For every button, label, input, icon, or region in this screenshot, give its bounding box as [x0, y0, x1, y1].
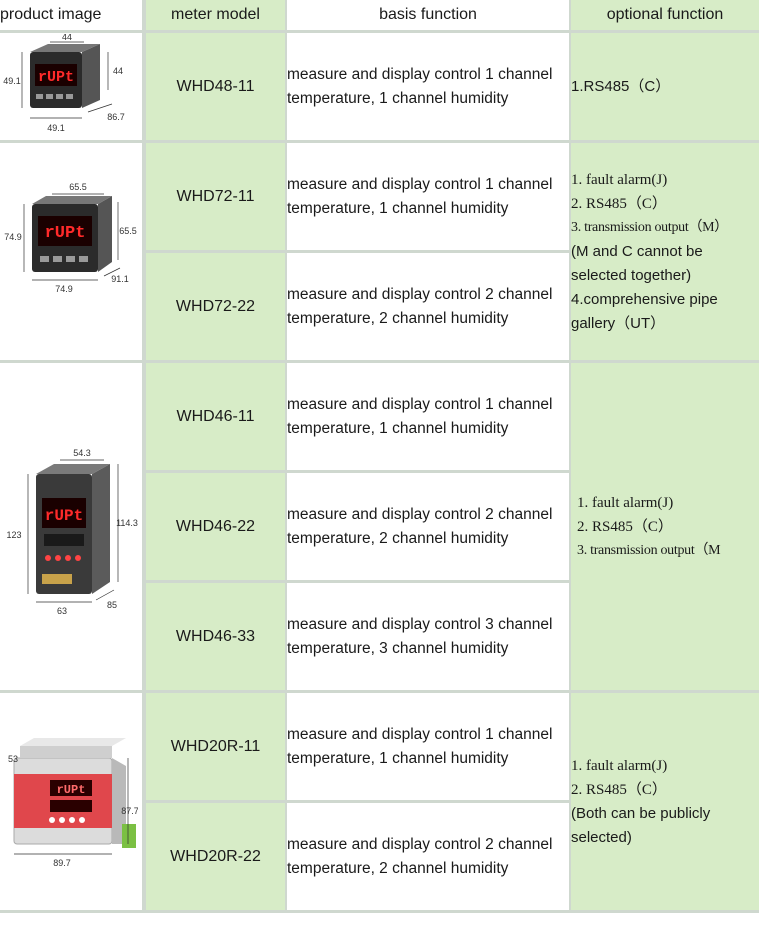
model-cell: WHD48-11: [144, 31, 287, 143]
model-cell: WHD72-11: [144, 141, 287, 253]
optional-item: 1. fault alarm(J): [571, 171, 668, 188]
optional-item: 1. fault alarm(J): [577, 494, 674, 511]
header-meter-model: meter model: [144, 0, 287, 33]
optional-item: 4.comprehensive pipe: [571, 290, 718, 308]
optional-cell: 1.RS485（C）: [570, 31, 759, 143]
dim-label: 65.5: [119, 226, 137, 236]
product-spec-table: product image meter model basis function…: [0, 0, 759, 913]
optional-cell: 1. fault alarm(J) 2. RS485（C） (Both can …: [570, 691, 759, 913]
table-row: WHD20R-22 measure and display control 2 …: [0, 801, 759, 913]
basis-cell: measure and display control 1 channel te…: [286, 691, 571, 803]
dim-label: 114.3: [116, 518, 138, 528]
basis-cell: measure and display control 2 channel te…: [286, 801, 571, 913]
product-image-whd20r: rUPt 53 87.7 89.7: [0, 691, 146, 913]
basis-cell: measure and display control 2 channel te…: [286, 471, 571, 583]
optional-cell: 1. fault alarm(J) 2. RS485（C） 3. transmi…: [570, 361, 759, 693]
led-reading: rUPt: [38, 69, 74, 86]
header-product-image: product image: [0, 0, 146, 33]
optional-item: (M and C cannot be: [571, 242, 703, 260]
model-cell: WHD46-33: [144, 581, 287, 693]
led-reading: rUPt: [45, 224, 86, 243]
table-row: WHD46-22 measure and display control 2 c…: [0, 471, 759, 583]
model-cell: WHD20R-22: [144, 801, 287, 913]
product-image-whd48: rUPt 44 44 49.1 49.1 86.7: [0, 31, 146, 143]
meter-whd72-image: rUPt 65.5 65.5 74.9 74.9 91.1: [4, 182, 137, 294]
dim-label: 74.9: [55, 284, 73, 294]
basis-cell: measure and display control 1 channel te…: [286, 141, 571, 253]
table-row: WHD46-33 measure and display control 3 c…: [0, 581, 759, 693]
optional-cell: 1. fault alarm(J) 2. RS485（C） 3. transmi…: [570, 141, 759, 363]
basis-cell: measure and display control 1 channel te…: [286, 361, 571, 473]
optional-item: (Both can be publicly: [571, 804, 711, 822]
meter-whd46-image: rUPt 54.3 114.3 123 63 85: [6, 448, 138, 616]
table-row: rUPt 54.3 114.3 123 63 85 WHD46-11 measu…: [0, 361, 759, 693]
led-reading: rUPt: [57, 783, 86, 797]
basis-cell: measure and display control 1 channel te…: [286, 31, 571, 143]
table-row: rUPt 65.5 65.5 74.9 74.9 91.1 WHD72-11 m…: [0, 141, 759, 363]
optional-item: 1.RS485（C）: [571, 77, 671, 95]
meter-whd48-image: rUPt 44 44 49.1 49.1 86.7: [3, 34, 125, 133]
optional-item: 2. RS485（C）: [571, 781, 667, 798]
dim-label: 44: [113, 66, 123, 76]
dim-label: 65.5: [69, 182, 87, 192]
dim-label: 91.1: [111, 274, 129, 284]
table-row: rUPt 44 44 49.1 49.1 86.7 WHD48-11 measu…: [0, 31, 759, 143]
dim-label: 85: [107, 600, 117, 610]
dim-label: 123: [6, 530, 21, 540]
product-image-whd72: rUPt 65.5 65.5 74.9 74.9 91.1: [0, 141, 146, 363]
dim-label: 74.9: [4, 232, 22, 242]
optional-item: 3. transmission output（M: [577, 542, 721, 558]
led-reading: rUPt: [45, 507, 83, 525]
basis-cell: measure and display control 2 channel te…: [286, 251, 571, 363]
optional-item: 3. transmission output（M）: [571, 219, 729, 235]
model-cell: WHD72-22: [144, 251, 287, 363]
optional-item: selected): [571, 828, 632, 846]
table-row: WHD72-22 measure and display control 2 c…: [0, 251, 759, 363]
model-cell: WHD20R-11: [144, 691, 287, 803]
meter-whd20r-image: rUPt 53 87.7 89.7: [8, 737, 138, 868]
model-cell: WHD46-22: [144, 471, 287, 583]
optional-item: selected together): [571, 266, 692, 284]
dim-label: 63: [57, 606, 67, 616]
dim-label: 86.7: [107, 112, 125, 122]
dim-label: 49.1: [47, 123, 65, 133]
dim-label: 49.1: [3, 76, 21, 86]
table-row: rUPt 53 87.7 89.7 WHD20R-11 measure and …: [0, 691, 759, 913]
table-header-row: product image meter model basis function…: [0, 0, 759, 33]
dim-label: 87.7: [121, 806, 138, 816]
header-optional-function: optional function: [570, 0, 759, 33]
model-cell: WHD46-11: [144, 361, 287, 473]
optional-item: 1. fault alarm(J): [571, 757, 668, 774]
dim-label: 89.7: [53, 858, 71, 868]
dim-label: 54.3: [73, 448, 91, 458]
dim-label: 44: [62, 34, 72, 42]
optional-item: 2. RS485（C）: [571, 195, 667, 212]
product-image-whd46: rUPt 54.3 114.3 123 63 85: [0, 361, 146, 693]
dim-label: 53: [8, 754, 18, 764]
header-basis-function: basis function: [286, 0, 571, 33]
optional-item: 2. RS485（C）: [577, 518, 673, 535]
optional-item: gallery（UT）: [571, 314, 666, 332]
basis-cell: measure and display control 3 channel te…: [286, 581, 571, 693]
